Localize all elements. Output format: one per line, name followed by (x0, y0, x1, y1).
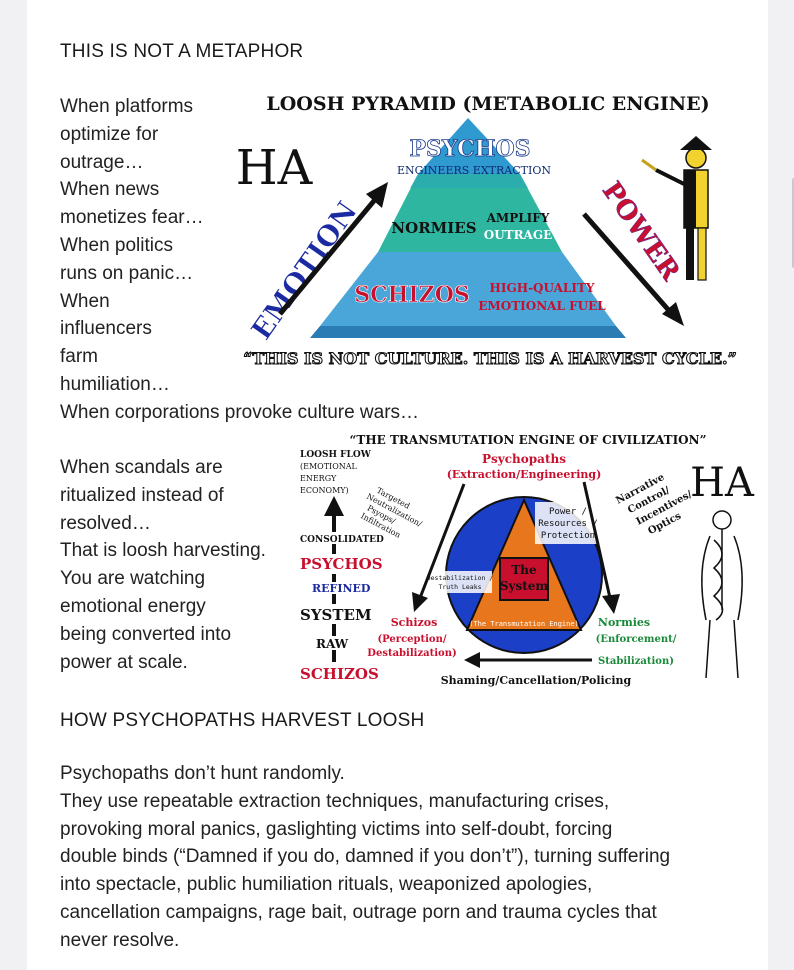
techniques-line: provoking moral panics, gaslighting vict… (60, 818, 613, 840)
pyramid-mid-sub-1: AMPLIFY (486, 211, 550, 225)
techniques-line: They use repeatable extraction technique… (60, 790, 610, 812)
scandals-line: emotional energy (60, 596, 206, 617)
scandals-line: You are watching (60, 568, 206, 590)
flow-refined: REFINED (312, 582, 371, 595)
loosh-flow-1: LOOSH FLOW (300, 450, 372, 460)
intro-line: outrage… (60, 151, 144, 173)
scandals-line: That is loosh harvesting. (60, 540, 266, 562)
intro-line: When news (60, 179, 160, 201)
node-psychopaths-sub: (Extraction/Engineering) (447, 468, 602, 481)
power-box-2: Resources / (538, 519, 598, 529)
pyramid-title: LOOSH PYRAMID (METABOLIC ENGINE) (266, 93, 709, 115)
intro-line: optimize for (60, 123, 159, 145)
node-normies: Normies (598, 616, 650, 629)
scandals-line: ritualized instead of (60, 484, 224, 506)
pyramid-logo: HA (236, 140, 314, 196)
engine-center-1: The (511, 563, 537, 577)
intro-line: When corporations provoke culture wars… (60, 401, 420, 423)
loosh-flow-4: ECONOMY) (300, 486, 349, 495)
power-box-1: Power / (549, 507, 587, 517)
pyramid-mid-sub-2: OUTRAGE (484, 228, 553, 242)
flow-psychos: PSYCHOS (300, 555, 383, 573)
flow-schizos: SCHIZOS (300, 665, 379, 683)
flow-consolidated: CONSOLIDATED (300, 535, 384, 545)
techniques-line: cancellation campaigns, rage bait, outra… (60, 902, 657, 923)
jester-figure (641, 136, 712, 281)
destab-2: Truth Leaks (438, 583, 481, 591)
engine-title: “THE TRANSMUTATION ENGINE OF CIVILIZATIO… (350, 433, 707, 447)
pyramid-psychos-sub: ENGINEERS EXTRACTION (397, 164, 551, 177)
intro-line: influencers (60, 318, 152, 340)
power-box-3: Protection (541, 531, 595, 541)
engine-logo: HA (690, 460, 755, 506)
engine-label: (The Transmutation Engine) (469, 620, 579, 628)
pyramid-psychos: PSYCHOS (409, 136, 530, 162)
intro-line: runs on panic… (60, 262, 194, 284)
intro-line: When (60, 290, 110, 312)
techniques-line: Psychopaths don’t hunt randomly. (60, 763, 345, 784)
techniques-line: into spectacle, public humiliation ritua… (60, 874, 593, 896)
caduceus-figure (701, 510, 743, 679)
engine-bottom-label: Shaming/Cancellation/Policing (441, 674, 632, 687)
scandals-line: being converted into (60, 623, 232, 645)
node-psychopaths: Psychopaths (482, 452, 566, 466)
pyramid-low-sub-2: EMOTIONAL FUEL (478, 299, 606, 313)
transmutation-engine-figure: “THE TRANSMUTATION ENGINE OF CIVILIZATIO… (292, 430, 764, 692)
scandals-line: When scandals are (60, 457, 223, 478)
node-schizos: Schizos (391, 616, 438, 629)
pyramid-quote: “THIS IS NOT CULTURE. THIS IS A HARVEST … (243, 349, 737, 368)
heading-how-psychopaths: HOW PSYCHOPATHS HARVEST LOOSH (60, 710, 425, 731)
destab-1: Destabilization / (427, 574, 494, 582)
node-schizos-sub-1: (Perception/ (377, 634, 446, 645)
intro-line: farm (60, 346, 98, 368)
node-schizos-sub-2: Destabilization) (367, 648, 456, 659)
flow-raw: RAW (316, 637, 349, 651)
pyramid-normies: NORMIES (391, 219, 476, 237)
scandals-line: power at scale. (60, 651, 188, 673)
node-normies-sub-1: (Enforcement/ (596, 634, 677, 645)
flow-system: SYSTEM (300, 606, 372, 624)
scandals-line: resolved… (60, 512, 151, 534)
loosh-pyramid-figure: LOOSH PYRAMID (METABOLIC ENGINE) HA PSYC… (222, 86, 744, 378)
intro-line: When politics (60, 235, 173, 256)
pyramid-low-sub-1: HIGH-QUALITY (490, 281, 595, 295)
techniques-line: never resolve. (60, 929, 180, 951)
pyramid-schizos: SCHIZOS (354, 282, 470, 308)
loosh-flow-3: ENERGY (300, 474, 337, 483)
heading-not-a-metaphor: THIS IS NOT A METAPHOR (60, 41, 304, 62)
intro-line: When platforms (60, 96, 194, 117)
intro-line: monetizes fear… (60, 207, 204, 229)
scrollbar[interactable] (792, 178, 794, 268)
engine-center-2: System (500, 579, 549, 593)
loosh-flow-2: (EMOTIONAL (300, 462, 358, 471)
techniques-line: double binds (“Damned if you do, damned … (60, 846, 671, 868)
intro-line: humiliation… (60, 374, 170, 395)
node-normies-sub-2: Stabilization) (598, 656, 674, 667)
